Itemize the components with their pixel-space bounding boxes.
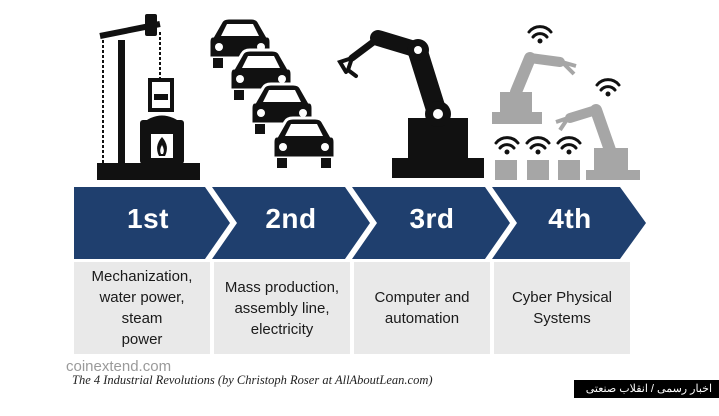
step-2-label: 2nd	[265, 203, 317, 234]
step-1-chevron	[74, 187, 230, 259]
step-4-description: Cyber Physical Systems	[511, 289, 613, 327]
step-3-description-box: Computer and automation	[354, 262, 490, 354]
figure-caption: The 4 Industrial Revolutions (by Christo…	[72, 373, 433, 387]
oil-pump-steam-engine-icon	[97, 14, 200, 180]
step-4-label: 4th	[548, 203, 592, 234]
step-1-label: 1st	[127, 203, 169, 234]
step-3-label: 3rd	[409, 203, 455, 234]
icons-row	[97, 14, 640, 180]
arrow-band	[74, 187, 646, 259]
step-4-description-box: Cyber Physical Systems	[494, 262, 630, 354]
step-3-chevron	[352, 187, 510, 259]
step-1-description: Mechanization, water power, steam power	[91, 268, 193, 348]
source-badge: اخبار رسمی / انقلاب صنعتی چهارم	[574, 380, 719, 413]
cars-assembly-line-icon	[207, 16, 337, 168]
watermark: coinextend.com	[56, 355, 182, 379]
step-2-description: Mass production, assembly line, electric…	[224, 278, 340, 338]
step-2-chevron	[212, 187, 370, 259]
step-1-description-box: Mechanization, water power, steam power	[74, 262, 210, 354]
step-4-chevron	[492, 187, 646, 259]
industrial-revolutions-diagram: 1st 2nd 3rd 4th Mechanization, water pow…	[56, 14, 719, 413]
robot-arm-icon	[337, 30, 484, 178]
step-3-description: Computer and automation	[374, 289, 470, 327]
step-2-description-box: Mass production, assembly line, electric…	[214, 262, 350, 354]
connected-robots-wifi-icon	[492, 25, 640, 180]
